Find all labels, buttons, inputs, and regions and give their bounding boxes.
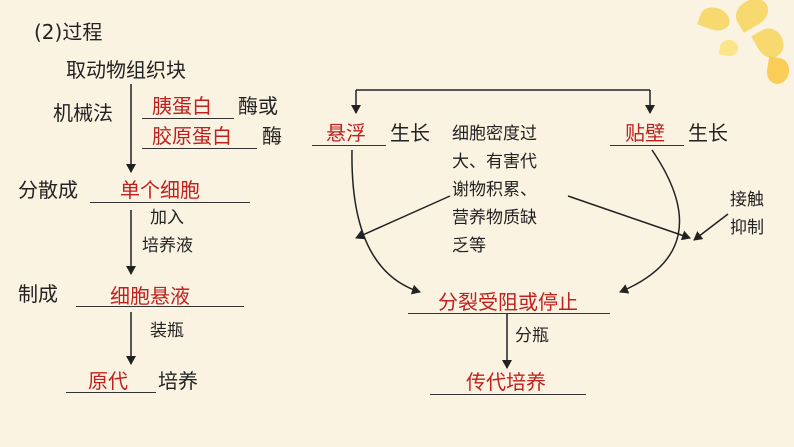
add-label: 加入 <box>150 208 184 228</box>
contact-line-2: 抑制 <box>730 218 764 238</box>
cause-line-3: 谢物积累、 <box>452 180 537 200</box>
curve-suspension-to-blocked <box>351 149 421 295</box>
medium-label: 培养液 <box>142 236 193 256</box>
make-prefix: 制成 <box>18 282 58 306</box>
blocked-underline <box>408 313 610 314</box>
enzyme1-suffix: 酶或 <box>238 94 278 118</box>
contact-line-1: 接触 <box>730 190 764 210</box>
split-label: 分瓶 <box>515 326 549 346</box>
cause-line-2: 大、有害代 <box>452 152 537 172</box>
bottle-label: 装瓶 <box>150 321 184 341</box>
curve-adherent-to-blocked <box>619 149 681 294</box>
suspension-growth-suffix: 生长 <box>390 121 430 145</box>
cell-suspension-answer: 细胞悬液 <box>110 284 190 308</box>
cause-line-4: 营养物质缺 <box>452 208 537 228</box>
enzyme1-answer: 胰蛋白 <box>152 94 212 118</box>
primary-suffix: 培养 <box>158 369 198 393</box>
enzyme2-suffix: 酶 <box>262 124 282 148</box>
section-title: (2)过程 <box>34 20 103 44</box>
arrow-cause-to-suspension <box>355 195 451 240</box>
enzyme1-underline <box>142 118 234 119</box>
adherent-growth-suffix: 生长 <box>688 121 728 145</box>
disperse-answer: 单个细胞 <box>120 178 200 202</box>
passage-underline <box>430 394 586 395</box>
passage-answer: 传代培养 <box>466 370 546 394</box>
arrow-contact-inhibition <box>693 213 729 241</box>
primary-answer: 原代 <box>88 369 128 393</box>
arrow-cause-to-adherent <box>567 195 691 241</box>
adherent-growth-underline <box>610 145 684 146</box>
method-label: 机械法 <box>53 101 113 125</box>
primary-underline <box>66 392 156 393</box>
disperse-underline <box>90 202 250 203</box>
adherent-growth-answer: 贴壁 <box>625 121 665 145</box>
disperse-prefix: 分散成 <box>18 178 78 202</box>
enzyme2-answer: 胶原蛋白 <box>152 124 232 148</box>
blocked-answer: 分裂受阻或停止 <box>438 290 578 314</box>
step-tissue-block: 取动物组织块 <box>66 58 186 82</box>
cause-line-1: 细胞密度过 <box>452 124 537 144</box>
enzyme2-underline <box>142 148 257 149</box>
cause-line-5: 乏等 <box>452 236 486 256</box>
cell-suspension-underline <box>76 306 244 307</box>
suspension-growth-underline <box>312 145 386 146</box>
suspension-growth-answer: 悬浮 <box>326 121 366 145</box>
